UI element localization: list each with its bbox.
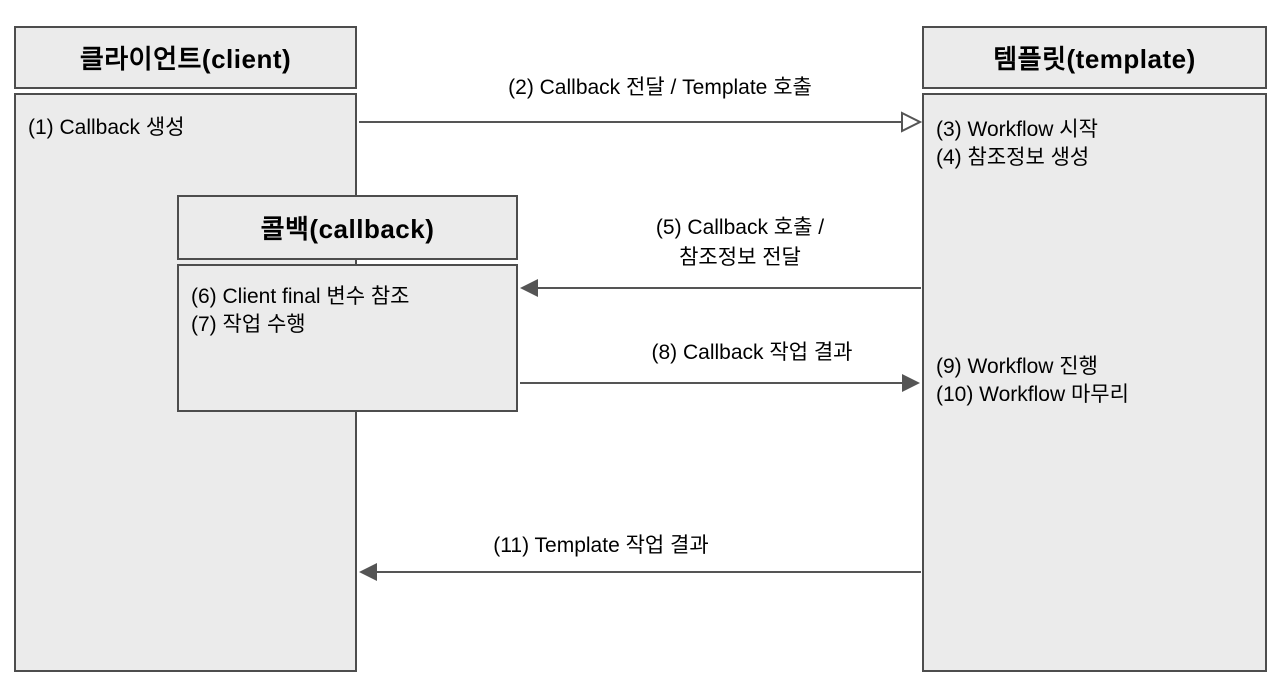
template-header-box: 템플릿(template) [922, 26, 1267, 89]
arrowhead-right-hollow-icon [901, 111, 923, 133]
arrowhead-left-filled-icon [520, 279, 538, 297]
callback-title: 콜백(callback) [260, 214, 435, 244]
arrow-5-label-line1: (5) Callback 호출 / [655, 216, 825, 239]
client-step-1: (1) Callback 생성 [28, 116, 185, 139]
arrow-8-callback-result [520, 374, 920, 392]
callback-step-7: (7) 작업 수행 [191, 313, 306, 336]
arrowhead-right-filled-icon [902, 374, 920, 392]
template-step-9: (9) Workflow 진행 [936, 355, 1098, 378]
arrow-8-label: (8) Callback 작업 결과 [651, 341, 853, 364]
callback-header-box: 콜백(callback) [177, 195, 518, 260]
arrow-2-label: (2) Callback 전달 / Template 호출 [508, 76, 812, 99]
arrow-5-label: (5) Callback 호출 / 참조정보 전달 [590, 213, 890, 273]
template-step-3: (3) Workflow 시작 [936, 118, 1098, 141]
template-step-4: (4) 참조정보 생성 [936, 146, 1090, 169]
arrow-5-callback-invoke [520, 279, 921, 297]
arrow-5-label-line2: 참조정보 전달 [679, 246, 801, 269]
arrow-11-label: (11) Template 작업 결과 [493, 534, 709, 557]
callback-body-box: (6) Client final 변수 참조 (7) 작업 수행 [177, 264, 518, 412]
arrow-2-callback-deliver [359, 111, 923, 133]
callback-step-6: (6) Client final 변수 참조 [191, 285, 410, 308]
arrowhead-left-filled-icon [359, 563, 377, 581]
template-body-box: (3) Workflow 시작 (4) 참조정보 생성 (9) Workflow… [922, 93, 1267, 672]
client-title: 클라이언트(client) [79, 44, 292, 74]
arrow-11-template-result [359, 563, 921, 581]
template-step-10: (10) Workflow 마무리 [936, 383, 1129, 406]
template-title: 템플릿(template) [993, 44, 1196, 74]
client-header-box: 클라이언트(client) [14, 26, 357, 89]
